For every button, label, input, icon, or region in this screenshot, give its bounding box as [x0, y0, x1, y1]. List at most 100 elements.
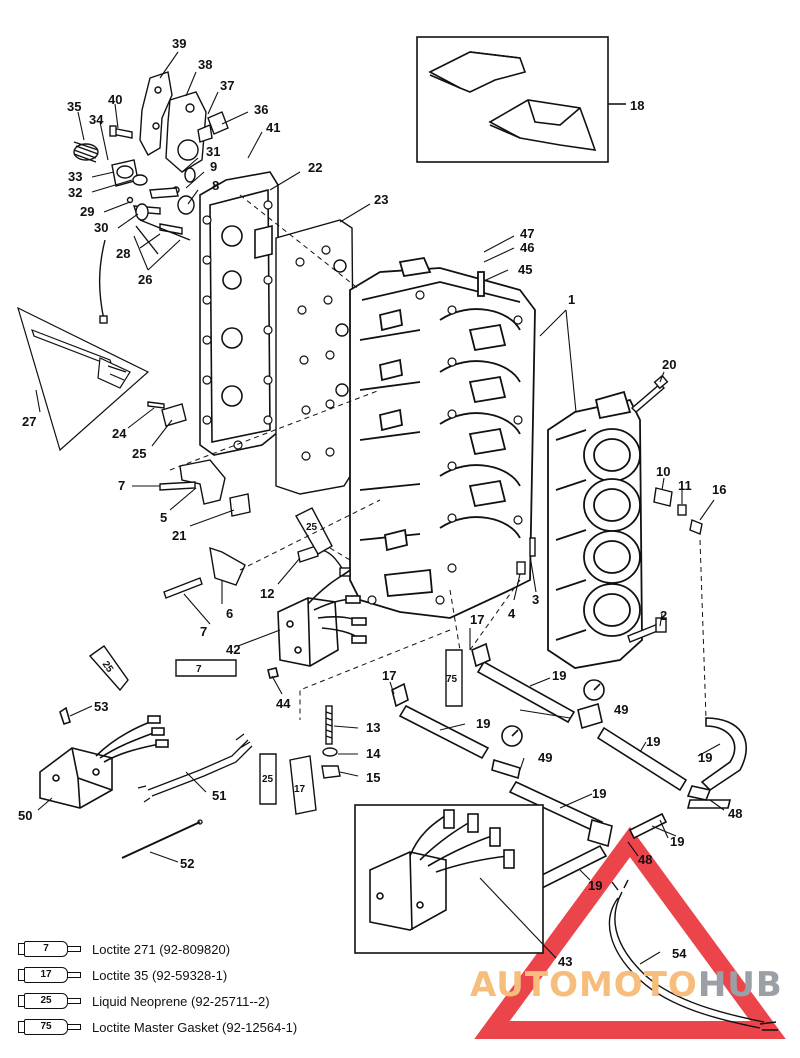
callout: 49	[538, 750, 552, 765]
watermark-logo: AUTOMOTOHUB	[470, 965, 795, 1025]
callout: 19	[476, 716, 490, 731]
legend-label: Loctite 35 (92-59328-1)	[92, 967, 228, 983]
callout: 47	[520, 226, 534, 241]
legend-row: 17 Loctite 35 (92-59328-1)	[18, 962, 398, 988]
callout: 26	[138, 272, 152, 287]
callout: 45	[518, 262, 532, 277]
watermark-triangle	[474, 826, 786, 1039]
callout: 1	[568, 292, 575, 307]
part-27-group	[17, 306, 150, 452]
callout: 15	[366, 770, 380, 785]
callout: 12	[260, 586, 274, 601]
sealant-tubes	[88, 507, 463, 815]
callout: 19	[646, 734, 660, 749]
callout: 52	[180, 856, 194, 871]
sealant-tube-icon: 75	[18, 1018, 82, 1036]
callout: 42	[226, 642, 240, 657]
callout: 29	[80, 204, 94, 219]
callout: 19	[592, 786, 606, 801]
callout: 43	[558, 954, 572, 969]
bolts-right	[516, 374, 703, 643]
callout: 22	[308, 160, 322, 175]
callout: 41	[266, 120, 280, 135]
callout: 25	[132, 446, 146, 461]
part-42-module	[267, 569, 367, 679]
callout: 24	[112, 426, 127, 441]
legend-row: 75 Loctite Master Gasket (92-12564-1)	[18, 1014, 398, 1040]
throttle-linkage-parts	[73, 71, 229, 324]
callout: 37	[220, 78, 234, 93]
callout: 21	[172, 528, 186, 543]
callout: 28	[116, 246, 130, 261]
callout: 50	[18, 808, 32, 823]
bracket-parts-left	[147, 401, 251, 599]
callout: 54	[672, 946, 687, 961]
harness-51-52	[121, 733, 253, 859]
legend-label: Liquid Neoprene (92-25711--2)	[92, 993, 270, 1009]
callout: 4	[508, 606, 516, 621]
callout: 48	[728, 806, 742, 821]
callout: 34	[89, 112, 104, 127]
tube-mark-75: 75	[446, 674, 458, 685]
callout: 32	[68, 185, 82, 200]
tube-mark-17: 17	[294, 784, 306, 795]
callout: 19	[670, 834, 684, 849]
legend-row: 25 Liquid Neoprene (92-25711--2)	[18, 988, 398, 1014]
legend-label: Loctite 271 (92-809820)	[92, 941, 231, 957]
part-cylinder-head-right	[547, 390, 643, 669]
fuel-hoses	[391, 642, 747, 892]
callout: 14	[366, 746, 381, 761]
callout: 5	[160, 510, 167, 525]
callout: 9	[210, 159, 217, 174]
legend-label: Loctite Master Gasket (92-12564-1)	[92, 1019, 298, 1035]
sealant-tube-icon: 7	[18, 940, 82, 958]
callout: 20	[662, 357, 676, 372]
tube-mark-25c: 25	[306, 522, 318, 533]
callout: 19	[588, 878, 602, 893]
callout: 17	[382, 668, 396, 683]
callout: 7	[118, 478, 125, 493]
callout: 3	[532, 592, 539, 607]
dashed-guide-lines	[169, 194, 707, 720]
callout: 10	[656, 464, 670, 479]
callout: 31	[206, 144, 220, 159]
callout: 19	[698, 750, 712, 765]
callout: 38	[198, 57, 212, 72]
sealant-legend: 7 Loctite 271 (92-809820) 17 Loctite 35 …	[18, 936, 398, 1040]
callout: 53	[94, 699, 108, 714]
watermark-text-primary: AUTOMOTO	[470, 965, 698, 1005]
callout: 23	[374, 192, 388, 207]
callout: 46	[520, 240, 534, 255]
callout: 11	[678, 478, 692, 493]
part-22-cover-plate	[199, 171, 279, 456]
watermark-text-secondary: HUB	[697, 965, 783, 1005]
callout: 30	[94, 220, 108, 235]
leader-lines	[35, 51, 725, 965]
callout-labels: 39 38 37 40 36 35 34 41 31 9 22 33 32 8 …	[18, 36, 742, 969]
callout: 6	[226, 606, 233, 621]
callout: 7	[200, 624, 207, 639]
callout: 8	[212, 178, 219, 193]
callout: 16	[712, 482, 726, 497]
sealant-tube-icon: 25	[18, 992, 82, 1010]
callout: 17	[470, 612, 484, 627]
callout: 19	[552, 668, 566, 683]
callout: 48	[638, 852, 652, 867]
callout: 35	[67, 99, 81, 114]
callout: 36	[254, 102, 268, 117]
inset-box-43	[354, 804, 544, 954]
stud-nut-washer	[321, 705, 341, 779]
legend-row: 7 Loctite 271 (92-809820)	[18, 936, 398, 962]
inset-box-18	[416, 36, 626, 163]
callout: 33	[68, 169, 82, 184]
callout: 13	[366, 720, 380, 735]
sealant-tube-icon: 17	[18, 966, 82, 984]
part-1-cylinder-block	[349, 256, 536, 619]
harness-54	[608, 879, 778, 1031]
callout: 39	[172, 36, 186, 51]
tube-mark-25b: 25	[262, 774, 274, 785]
callout: 2	[660, 608, 667, 623]
callout: 40	[108, 92, 122, 107]
callout: 27	[22, 414, 36, 429]
